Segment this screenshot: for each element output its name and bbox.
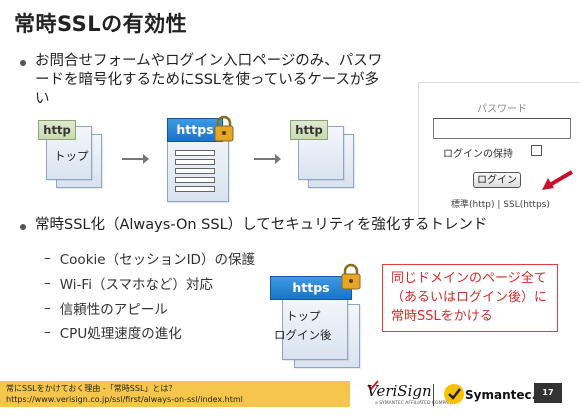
sub-bullet-2: – Wi-Fi（スマホなど）対応 [44,273,213,293]
remember-label: ログインの保持 [443,149,513,160]
bullet-1: お問合せフォームやログイン入口ページのみ、パスワードを暗号化するためにSSLを使… [20,52,392,109]
sub-bullet-text: 信頼性のアピール [59,302,168,318]
slide-title: 常時SSLの有効性 [14,12,188,36]
sub-bullet-dash: – [44,275,51,291]
after-login-page-label: ログイン後 [274,328,332,342]
footer-title: 常にSSLをかけておく理由 -「常時SSL」とは？ [6,384,177,393]
symantec-wordmark: Symantec. [465,388,537,402]
form-line [175,159,215,165]
logo-divider [433,384,434,406]
bullet-2: 常時SSL化（Always-On SSL）してセキュリティを強化するトレンド [20,216,560,235]
bullet-2-text: 常時SSL化（Always-On SSL）してセキュリティを強化するトレンド [35,217,488,233]
protocol-switch-links[interactable]: 標準(http) | SSL(https) [451,200,550,210]
padlock-icon [341,263,361,290]
sub-bullet-1: – Cookie（セッションID）の保護 [44,248,255,268]
verisign-subtitle: a SYMANTEC AFFILIATED COMPANY [375,401,455,406]
sub-bullet-dash: – [44,250,51,266]
form-line [175,186,215,192]
sub-bullet-text: Wi-Fi（スマホなど）対応 [59,277,214,293]
bullet-dot [20,224,26,230]
password-input[interactable] [433,118,571,139]
http-doc-right: http [290,120,360,190]
sub-bullet-dash: – [44,324,51,340]
http-top-doc: http トップ [38,120,108,190]
https-label: https [270,276,352,300]
remember-checkbox[interactable] [531,145,542,156]
http-label: http [290,120,328,140]
doc-page-front [282,296,348,360]
verisign-logo: VeriSign a SYMANTEC AFFILIATED COMPANY [367,380,454,410]
bullet-1-text: お問合せフォームやログイン入口ページのみ、パスワードを暗号化するためにSSLを使… [35,53,383,107]
footer-url[interactable]: https://www.verisign.co.jp/ssl/first/alw… [6,395,243,404]
top-page-label: トップ [54,149,89,163]
padlock-icon [214,115,234,142]
password-label: パスワード [477,104,527,115]
login-panel: パスワード ログインの保持 ログイン 標準(http) | SSL(https) [418,82,580,217]
verisign-wordmark: VeriSign [367,382,432,400]
flow-arrow [254,154,281,164]
page-number: 17 [534,383,562,403]
symantec-check-icon [444,384,464,404]
https-all-pages-doc: https トップ ログイン後 [270,263,370,370]
source-footer: 常にSSLをかけておく理由 -「常時SSL」とは？ https://www.ve… [0,381,350,407]
top-page-label: トップ [286,309,321,323]
callout-box: 同じドメインのページ全て（あるいはログイン後）に常時SSLをかける [382,264,558,332]
bullet-dot [20,60,26,66]
sub-bullet-text: CPU処理速度の進化 [59,326,182,342]
symantec-logo: Symantec. [443,381,536,409]
sub-bullet-text: Cookie（セッションID）の保護 [59,252,255,268]
form-line [175,168,215,174]
http-label: http [38,120,76,140]
red-arrow-icon [542,170,574,190]
form-line [175,150,215,156]
sub-bullet-4: – CPU処理速度の進化 [44,322,182,342]
flow-arrow [122,154,149,164]
https-form-doc: https [163,115,243,208]
sub-bullet-3: – 信頼性のアピール [44,298,168,318]
verisign-check-icon [367,380,379,390]
login-button[interactable]: ログイン [473,172,521,188]
form-line [175,177,215,183]
sub-bullet-dash: – [44,300,51,316]
